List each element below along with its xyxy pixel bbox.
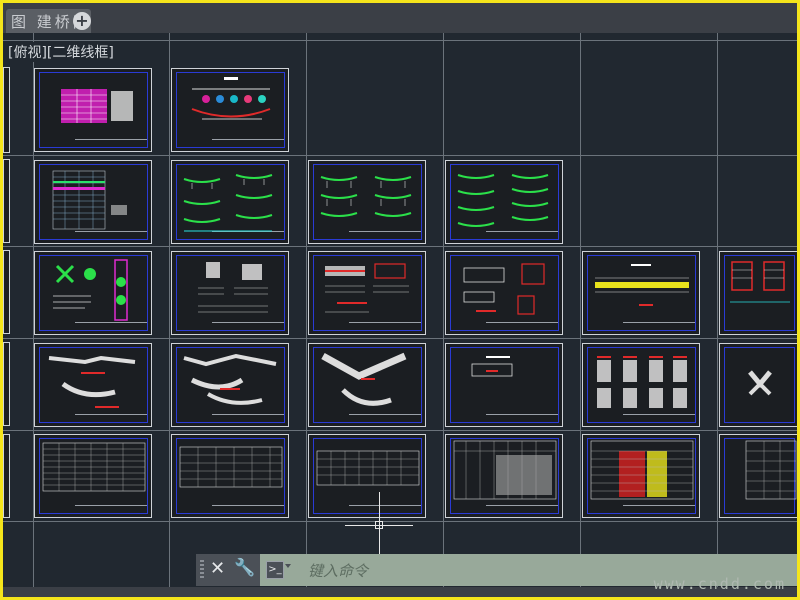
layout-grid-line bbox=[3, 430, 797, 431]
drawing-sheet[interactable] bbox=[34, 68, 152, 152]
drawing-sheet[interactable] bbox=[171, 434, 289, 518]
cursor-crosshair bbox=[345, 525, 413, 526]
cursor-crosshair bbox=[379, 492, 380, 556]
drawing-sheet[interactable] bbox=[445, 251, 563, 335]
layout-grid-line bbox=[306, 33, 307, 587]
drawing-sheet[interactable] bbox=[308, 343, 426, 427]
viewport-controls-label[interactable]: [俯视][二维线框] bbox=[6, 42, 116, 62]
drawing-sheet[interactable] bbox=[34, 434, 152, 518]
layout-grid-line bbox=[443, 33, 444, 587]
command-line-bar: ✕ 🔧 >_ bbox=[196, 554, 797, 586]
file-tab-title: 图 建桥网 bbox=[11, 13, 91, 31]
drawing-sheet[interactable] bbox=[719, 343, 797, 427]
drawing-sheet[interactable] bbox=[171, 343, 289, 427]
layout-grid-line bbox=[717, 33, 718, 587]
drawing-sheet[interactable] bbox=[3, 67, 10, 153]
layout-grid-line bbox=[3, 338, 797, 339]
new-tab-plus-icon[interactable]: + bbox=[73, 12, 91, 30]
layout-grid-line bbox=[33, 33, 34, 587]
command-prompt-icon[interactable]: >_ bbox=[266, 561, 284, 579]
layout-grid-line bbox=[3, 155, 797, 156]
cursor-pickbox bbox=[375, 521, 383, 529]
drawing-sheet[interactable] bbox=[445, 434, 563, 518]
layout-grid-line bbox=[3, 246, 797, 247]
drawing-sheet[interactable] bbox=[34, 251, 152, 335]
drawing-sheet[interactable] bbox=[171, 68, 289, 152]
watermark: www.cndd.com bbox=[653, 575, 786, 593]
drawing-sheet[interactable] bbox=[3, 434, 10, 518]
chevron-down-icon[interactable] bbox=[285, 564, 291, 568]
drawing-sheet[interactable] bbox=[719, 434, 797, 518]
drawing-sheet[interactable] bbox=[719, 251, 797, 335]
drawing-sheet[interactable] bbox=[34, 343, 152, 427]
command-input[interactable] bbox=[306, 558, 660, 584]
drawing-sheet[interactable] bbox=[171, 251, 289, 335]
drawing-canvas[interactable]: [俯视][二维线框] bbox=[3, 33, 797, 587]
wrench-icon[interactable]: 🔧 bbox=[234, 558, 256, 578]
drawing-sheet[interactable] bbox=[308, 434, 426, 518]
drawing-sheet[interactable] bbox=[308, 251, 426, 335]
drawing-sheet[interactable] bbox=[34, 160, 152, 244]
drawing-sheet[interactable] bbox=[582, 343, 700, 427]
layout-grid-line bbox=[3, 521, 797, 522]
layout-grid-line bbox=[169, 33, 170, 587]
close-icon[interactable]: ✕ bbox=[210, 558, 226, 579]
drawing-sheet[interactable] bbox=[445, 160, 563, 244]
drawing-sheet[interactable] bbox=[308, 160, 426, 244]
drawing-sheet[interactable] bbox=[445, 343, 563, 427]
drawing-sheet[interactable] bbox=[3, 342, 10, 426]
drawing-sheet[interactable] bbox=[3, 159, 10, 243]
drawing-sheet[interactable] bbox=[3, 250, 10, 334]
drawing-sheet[interactable] bbox=[582, 251, 700, 335]
drawing-sheet[interactable] bbox=[582, 434, 700, 518]
drag-grip-icon[interactable] bbox=[200, 560, 204, 580]
command-line-tools: ✕ 🔧 bbox=[196, 554, 260, 586]
layout-grid-line bbox=[580, 33, 581, 587]
drawing-sheet[interactable] bbox=[171, 160, 289, 244]
layout-grid-line bbox=[3, 40, 797, 41]
status-bar bbox=[3, 587, 797, 597]
file-tab-bar: 图 建桥网 + bbox=[3, 3, 797, 33]
